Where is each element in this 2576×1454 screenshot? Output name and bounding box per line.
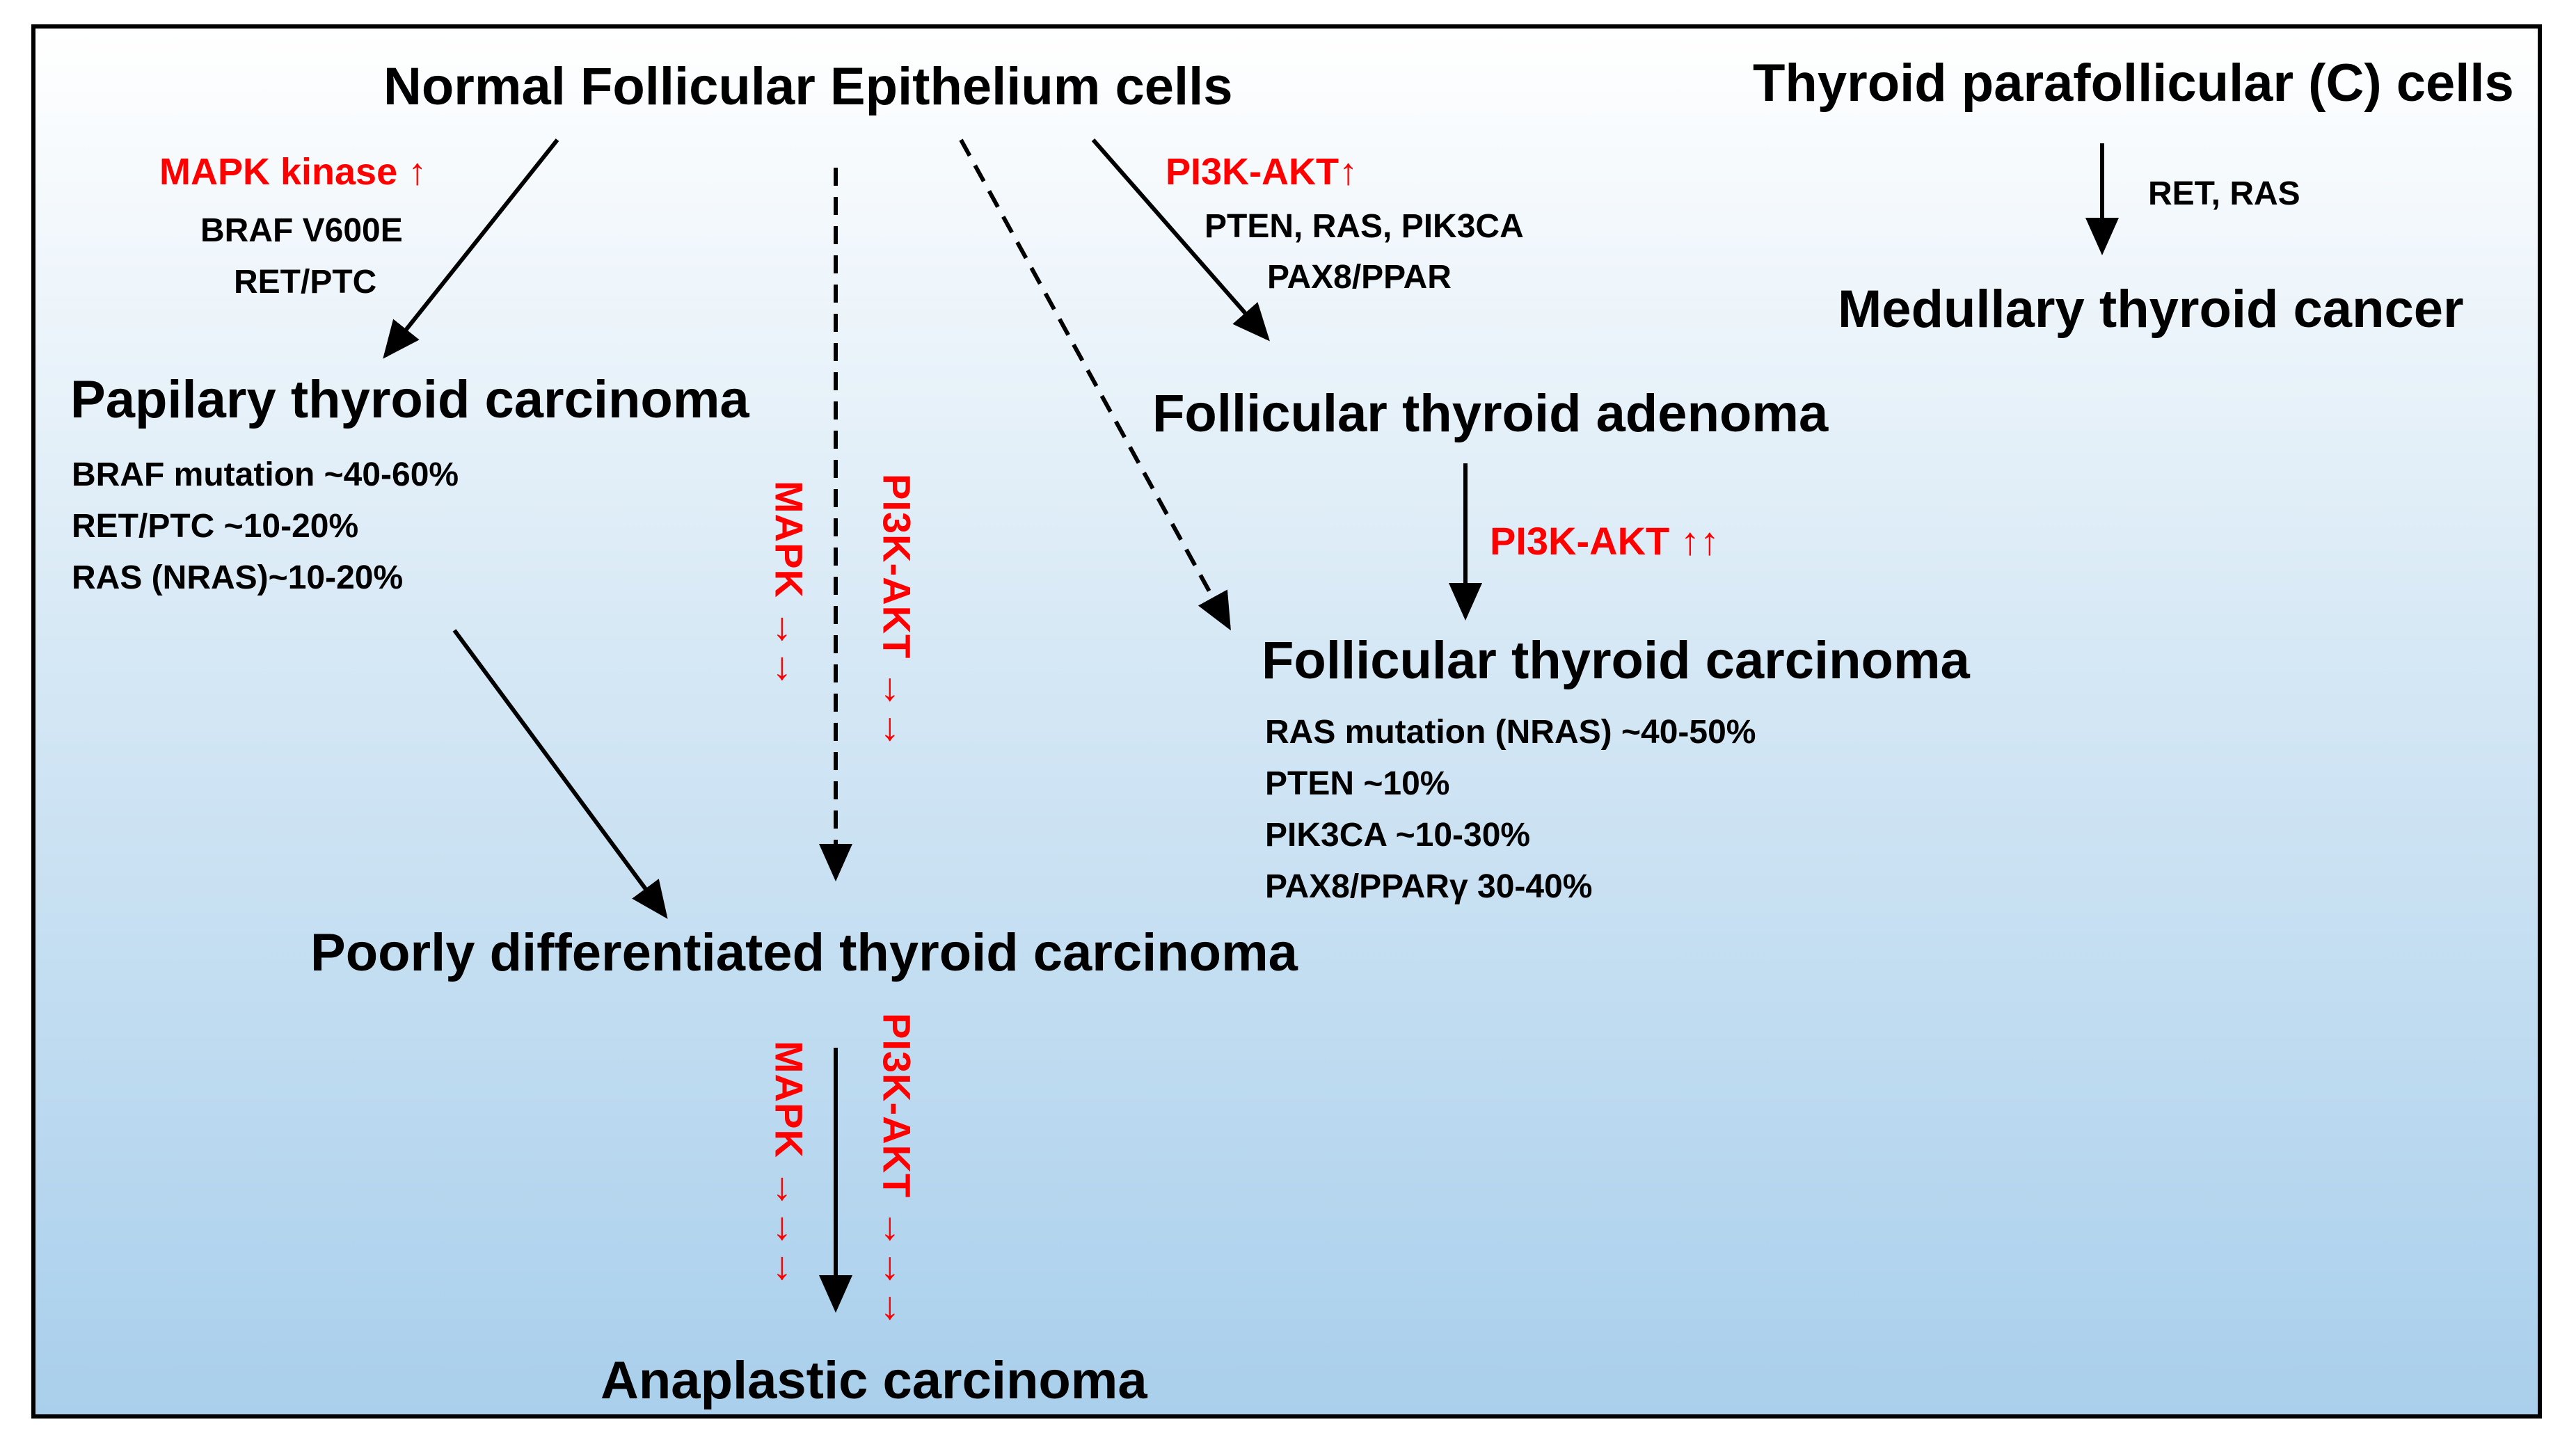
arrow-papillary-to-poorly bbox=[452, 629, 668, 919]
label-mapk-vertical-upper: MAPK →→ bbox=[767, 481, 811, 689]
label-pax8-ppar: PAX8/PPAR bbox=[1267, 259, 1452, 296]
label-mapk-vertical-lower: MAPK →→→ bbox=[767, 1041, 811, 1289]
node-poorly-differentiated: Poorly differentiated thyroid carcinoma bbox=[310, 923, 1298, 982]
label-braf-v600e: BRAF V600E bbox=[200, 212, 403, 249]
label-pi3k-akt-vertical-lower: PI3K-AKT →→→ bbox=[875, 1013, 919, 1329]
papillary-mutation-1: BRAF mutation ~40-60% bbox=[72, 456, 459, 493]
follicular-mutation-list: RAS mutation (NRAS) ~40-50% PTEN ~10% PI… bbox=[1265, 707, 1756, 913]
papillary-mutation-3: RAS (NRAS)~10-20% bbox=[72, 559, 404, 596]
follicular-mutation-4: PAX8/PPARγ 30-40% bbox=[1265, 868, 1593, 905]
label-pi3k-akt-up-up: PI3K-AKT ↑↑ bbox=[1490, 519, 1719, 563]
follicular-mutation-1: RAS mutation (NRAS) ~40-50% bbox=[1265, 714, 1756, 751]
label-pi3k-akt-vertical-upper: PI3K-AKT →→ bbox=[875, 474, 919, 750]
node-papillary-carcinoma: Papilary thyroid carcinoma bbox=[70, 370, 749, 429]
label-ret-ras: RET, RAS bbox=[2148, 175, 2300, 212]
node-medullary-cancer: Medullary thyroid cancer bbox=[1838, 280, 2464, 339]
node-follicular-adenoma: Follicular thyroid adenoma bbox=[1152, 384, 1829, 443]
label-mapk-kinase: MAPK kinase ↑ bbox=[159, 151, 427, 193]
diagram-frame: Normal Follicular Epithelium cells Thyro… bbox=[31, 24, 2542, 1419]
papillary-mutation-2: RET/PTC ~10-20% bbox=[72, 508, 359, 545]
papillary-mutation-list: BRAF mutation ~40-60% RET/PTC ~10-20% RA… bbox=[72, 449, 459, 604]
node-normal-cells: Normal Follicular Epithelium cells bbox=[383, 57, 1233, 116]
node-parafollicular-cells: Thyroid parafollicular (C) cells bbox=[1753, 54, 2514, 113]
arrow-normal-to-papillary bbox=[383, 138, 559, 359]
follicular-mutation-3: PIK3CA ~10-30% bbox=[1265, 817, 1531, 854]
follicular-mutation-2: PTEN ~10% bbox=[1265, 765, 1450, 802]
node-anaplastic: Anaplastic carcinoma bbox=[601, 1351, 1147, 1410]
label-ret-ptc: RET/PTC bbox=[234, 264, 377, 301]
label-pi3k-akt-up: PI3K-AKT↑ bbox=[1166, 151, 1358, 193]
arrow-normal-to-follicular-carcinoma-dashed bbox=[959, 138, 1231, 631]
node-follicular-carcinoma: Follicular thyroid carcinoma bbox=[1262, 631, 1970, 690]
arrow-normal-to-adenoma bbox=[1091, 138, 1270, 342]
arrow-layer bbox=[383, 138, 2119, 1313]
label-pten-ras-pik3ca: PTEN, RAS, PIK3CA bbox=[1204, 208, 1524, 245]
